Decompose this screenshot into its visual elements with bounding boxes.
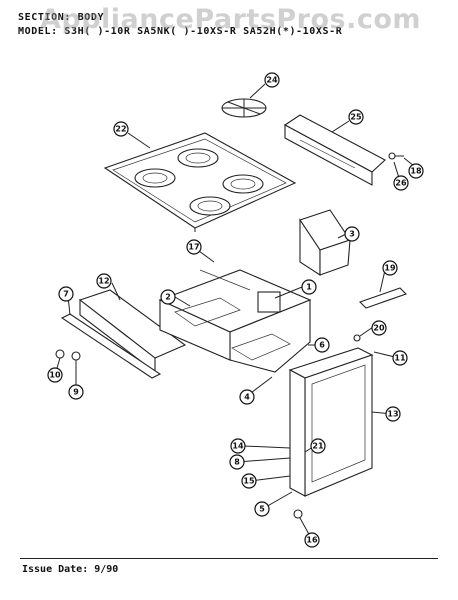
callout-19: 19 <box>382 260 398 276</box>
callout-label: 1 <box>306 283 312 292</box>
screw-part <box>388 152 404 160</box>
callout-9: 9 <box>68 384 84 400</box>
side-rail-part <box>78 289 187 374</box>
callout-label: 25 <box>350 113 362 122</box>
callout-18: 18 <box>408 163 424 179</box>
callout-label: 16 <box>306 536 318 545</box>
callout-22: 22 <box>113 121 129 137</box>
callout-label: 11 <box>394 354 406 363</box>
callout-label: 6 <box>319 341 325 350</box>
callout-label: 2 <box>165 293 171 302</box>
callout-label: 19 <box>384 264 396 273</box>
callout-25: 25 <box>348 109 364 125</box>
callout-label: 18 <box>410 167 422 176</box>
callout-label: 17 <box>188 243 199 252</box>
callout-14: 14 <box>230 438 246 454</box>
callout-label: 8 <box>234 458 240 467</box>
callout-label: 3 <box>349 230 355 239</box>
section-title: SECTION: BODY <box>18 12 105 23</box>
callout-label: 4 <box>244 393 250 402</box>
callout-13: 13 <box>385 406 401 422</box>
callout-12: 12 <box>96 273 112 289</box>
callout-label: 10 <box>49 371 61 380</box>
callout-label: 5 <box>259 505 265 514</box>
callout-11: 11 <box>392 350 408 366</box>
callout-7: 7 <box>58 286 74 302</box>
issue-date: Issue Date: 9/90 <box>22 564 119 575</box>
rail-part <box>60 313 162 379</box>
bracket-part <box>358 287 408 309</box>
callout-10: 10 <box>47 367 63 383</box>
callout-17: 17 <box>186 239 202 255</box>
model-numbers: MODEL: S3H( )-10R SA5NK( )-10XS-R SA52H(… <box>18 26 343 37</box>
cooktop-part <box>103 132 297 232</box>
watermark: AppliancePartsPros.com <box>40 4 422 35</box>
callout-label: 15 <box>243 477 255 486</box>
callout-15: 15 <box>241 473 257 489</box>
callout-26: 26 <box>393 175 409 191</box>
burner-grate-part <box>221 98 267 118</box>
callout-20: 20 <box>371 320 387 336</box>
callout-label: 9 <box>73 388 79 397</box>
footer-divider <box>20 558 438 559</box>
callout-label: 12 <box>98 277 109 286</box>
callout-16: 16 <box>304 532 320 548</box>
callout-label: 20 <box>373 324 385 333</box>
callout-2: 2 <box>160 289 176 305</box>
callout-label: 7 <box>63 290 69 299</box>
callout-label: 22 <box>115 125 126 134</box>
callout-label: 21 <box>312 442 324 451</box>
vent-panel-part <box>299 209 351 277</box>
backguard-part <box>283 114 386 186</box>
door-frame-part <box>288 347 374 497</box>
callout-4: 4 <box>239 389 255 405</box>
callout-label: 24 <box>266 76 278 85</box>
callout-5: 5 <box>254 501 270 517</box>
small-parts <box>55 334 361 519</box>
callout-1: 1 <box>301 279 317 295</box>
callout-8: 8 <box>229 454 245 470</box>
callout-label: 13 <box>387 410 398 419</box>
callout-6: 6 <box>314 337 330 353</box>
callout-3: 3 <box>344 226 360 242</box>
callout-label: 14 <box>232 442 244 451</box>
callout-24: 24 <box>264 72 280 88</box>
burner-box-part <box>158 269 312 373</box>
callout-21: 21 <box>310 438 326 454</box>
callout-label: 26 <box>395 179 407 188</box>
